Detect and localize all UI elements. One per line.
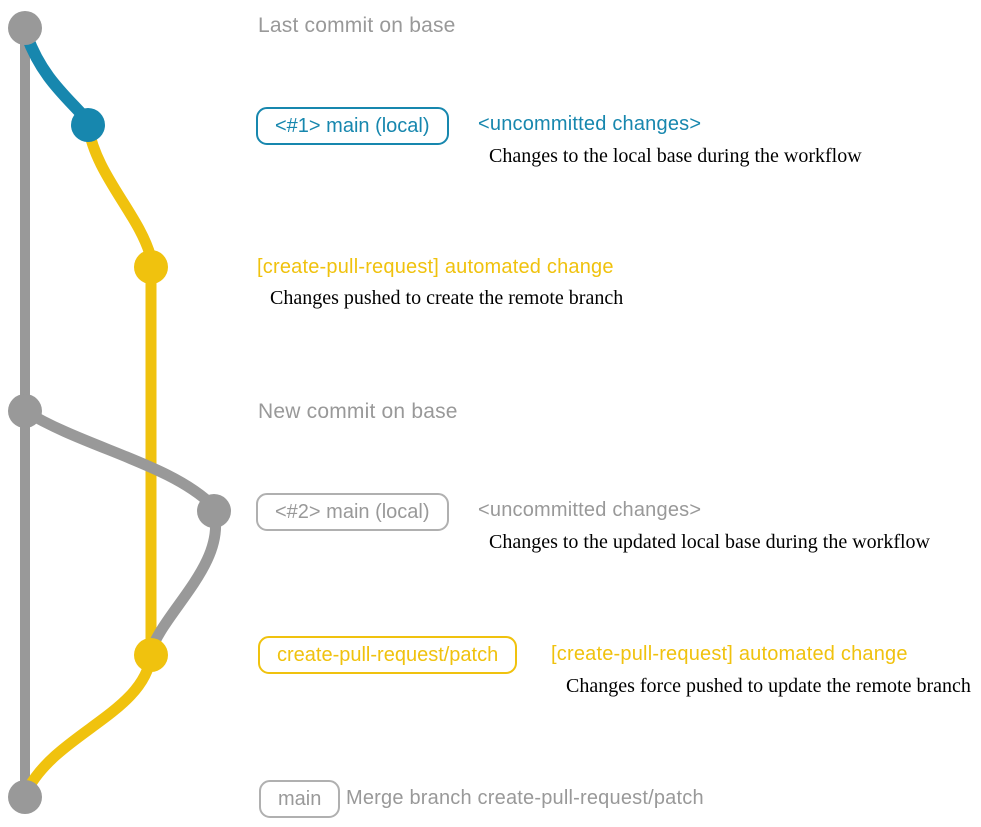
branch-badge-patch: create-pull-request/patch (258, 636, 518, 674)
branch-badge-main-local-1: <#1> main (local) (256, 107, 449, 145)
commit-message-merge: Merge branch create-pull-request/patch (346, 787, 704, 809)
commit-note-4: Changes force pushed to update the remot… (566, 675, 971, 697)
commit-dot-remote-1 (134, 250, 168, 284)
commit-message-uncommitted-1: <uncommitted changes> (478, 113, 702, 135)
remote-branch-line (82, 119, 157, 661)
branch-badge-main-local-2: <#2> main (local) (256, 493, 449, 531)
caption-last-commit: Last commit on base (258, 14, 456, 37)
commit-dot-base-new (8, 394, 42, 428)
rebase-curve-in (146, 506, 222, 654)
commit-dot-base-merge (8, 780, 42, 814)
commit-message-automated-1: [create-pull-request] automated change (257, 256, 614, 278)
commit-note-2: Changes pushed to create the remote bran… (270, 287, 624, 309)
commit-dot-remote-2 (134, 638, 168, 672)
commit-message-automated-2: [create-pull-request] automated change (551, 643, 908, 665)
local-branch-line-1 (21, 30, 93, 126)
commit-dot-base-tip (8, 11, 42, 45)
merge-curve (22, 649, 157, 795)
commit-note-1: Changes to the local base during the wor… (489, 145, 862, 167)
commit-note-3: Changes to the updated local base during… (489, 531, 930, 553)
branch-graph (8, 11, 231, 814)
branch-badge-main: main (259, 780, 341, 818)
commit-dot-local-main-2 (197, 494, 231, 528)
commit-message-uncommitted-2: <uncommitted changes> (478, 499, 702, 521)
commit-dot-local-main-1 (71, 108, 105, 142)
rebase-curve-out (19, 405, 220, 513)
caption-new-commit: New commit on base (258, 400, 458, 423)
